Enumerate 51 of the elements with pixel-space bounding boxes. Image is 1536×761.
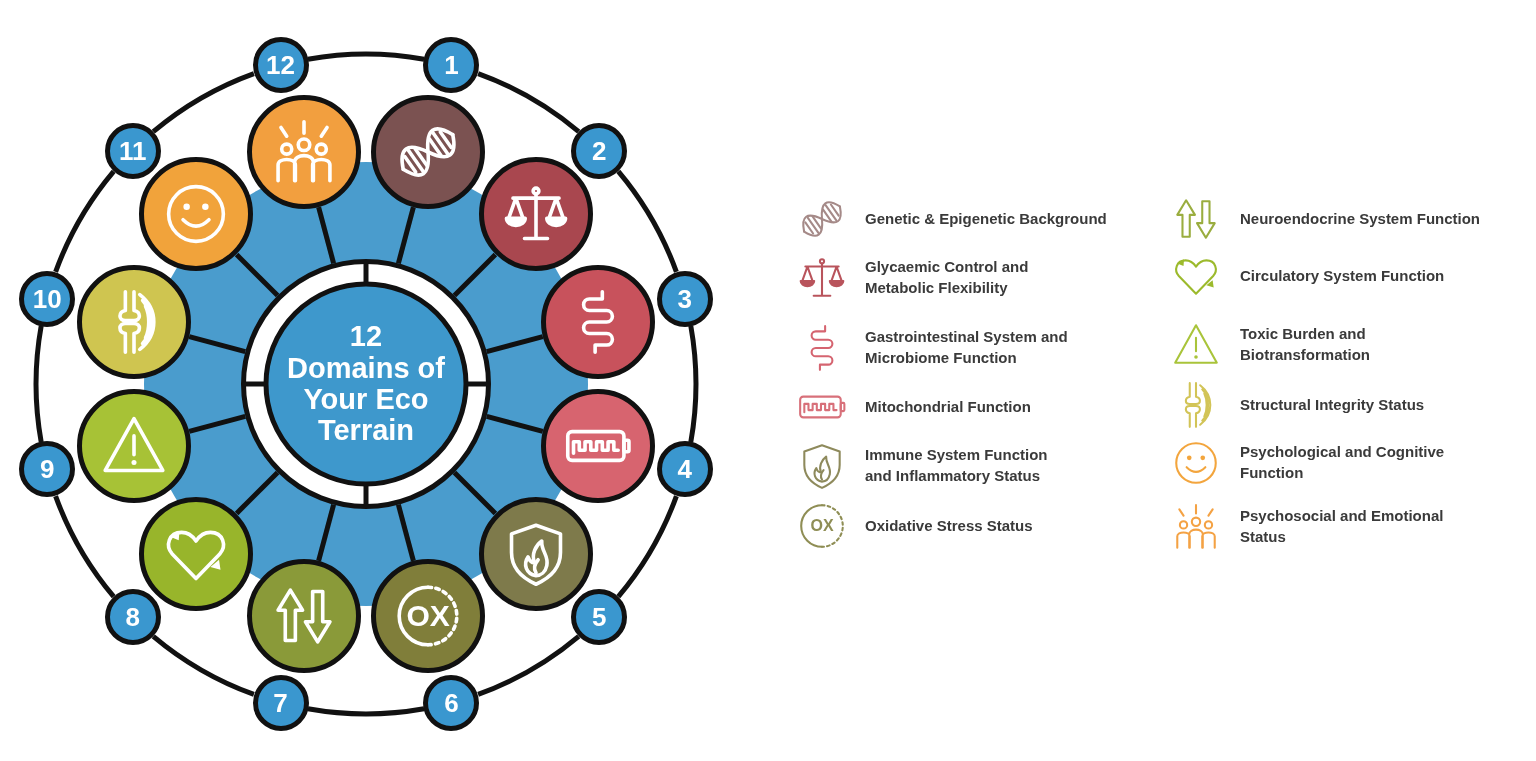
spoke-line (486, 414, 544, 434)
legend-text: Gastrointestinal System and Microbiome Function (865, 327, 1069, 368)
spoke-line (316, 504, 336, 562)
ring-arc (151, 634, 255, 697)
legend-text: Glycaemic Control and Metabolic Flexibility (865, 257, 1030, 298)
legend-text: Immune System Function and Inflammatory Status (865, 445, 1049, 486)
ring-arc (53, 169, 116, 273)
spoke-line (452, 470, 498, 516)
number-badge: 1 (423, 37, 480, 94)
icon-text: OX (810, 518, 834, 534)
spoke-line (234, 252, 280, 298)
spoke-line (396, 206, 416, 264)
ring-arc (477, 634, 581, 697)
number-badge: 2 (571, 122, 628, 179)
number-badge: 4 (656, 441, 713, 498)
legend-text: Genetic & Epigenetic Background (865, 208, 1108, 229)
spoke-line (316, 206, 336, 264)
legend-text: Neuroendocrine System Function (1240, 208, 1482, 229)
ring-arc (151, 71, 255, 134)
number-badge: 8 (104, 589, 161, 646)
legend-text: Structural Integrity Status (1240, 394, 1426, 415)
number-badge: 7 (252, 674, 309, 731)
ring-arc (688, 325, 699, 443)
spoke-line (396, 504, 416, 562)
number-badge: 12 (252, 37, 309, 94)
number-badge: 9 (19, 441, 76, 498)
spoke-line (188, 334, 246, 354)
spoke-line (452, 252, 498, 298)
icon-text: OX (406, 600, 450, 631)
ring-arc (477, 71, 581, 134)
hub-circle: 12 Domains of Your Eco Terrain (241, 259, 491, 509)
ring-arc (53, 495, 116, 599)
ring-arc (307, 706, 425, 717)
number-badge: 11 (104, 122, 161, 179)
number-badge: 10 (19, 270, 76, 327)
legend-text: Mitochondrial Function (865, 396, 1032, 417)
number-badge: 5 (571, 589, 628, 646)
legend-text: Toxic Burden and Biotransformation (1240, 324, 1371, 365)
spoke-line (188, 414, 246, 434)
spoke-line (234, 470, 280, 516)
ring-arc (616, 495, 679, 599)
legend-text: Oxidative Stress Status (865, 515, 1034, 536)
number-badge: 3 (656, 270, 713, 327)
ring-arc (307, 51, 425, 62)
ring-arc (616, 169, 679, 273)
legend-text: Circulatory System Function (1240, 265, 1446, 286)
spoke-line (486, 334, 544, 354)
number-badge: 6 (423, 674, 480, 731)
legend-text: Psychosocial and Emotional Status (1240, 506, 1445, 547)
legend-text: Psychological and Cognitive Function (1240, 442, 1446, 483)
ring-arc (33, 325, 44, 443)
